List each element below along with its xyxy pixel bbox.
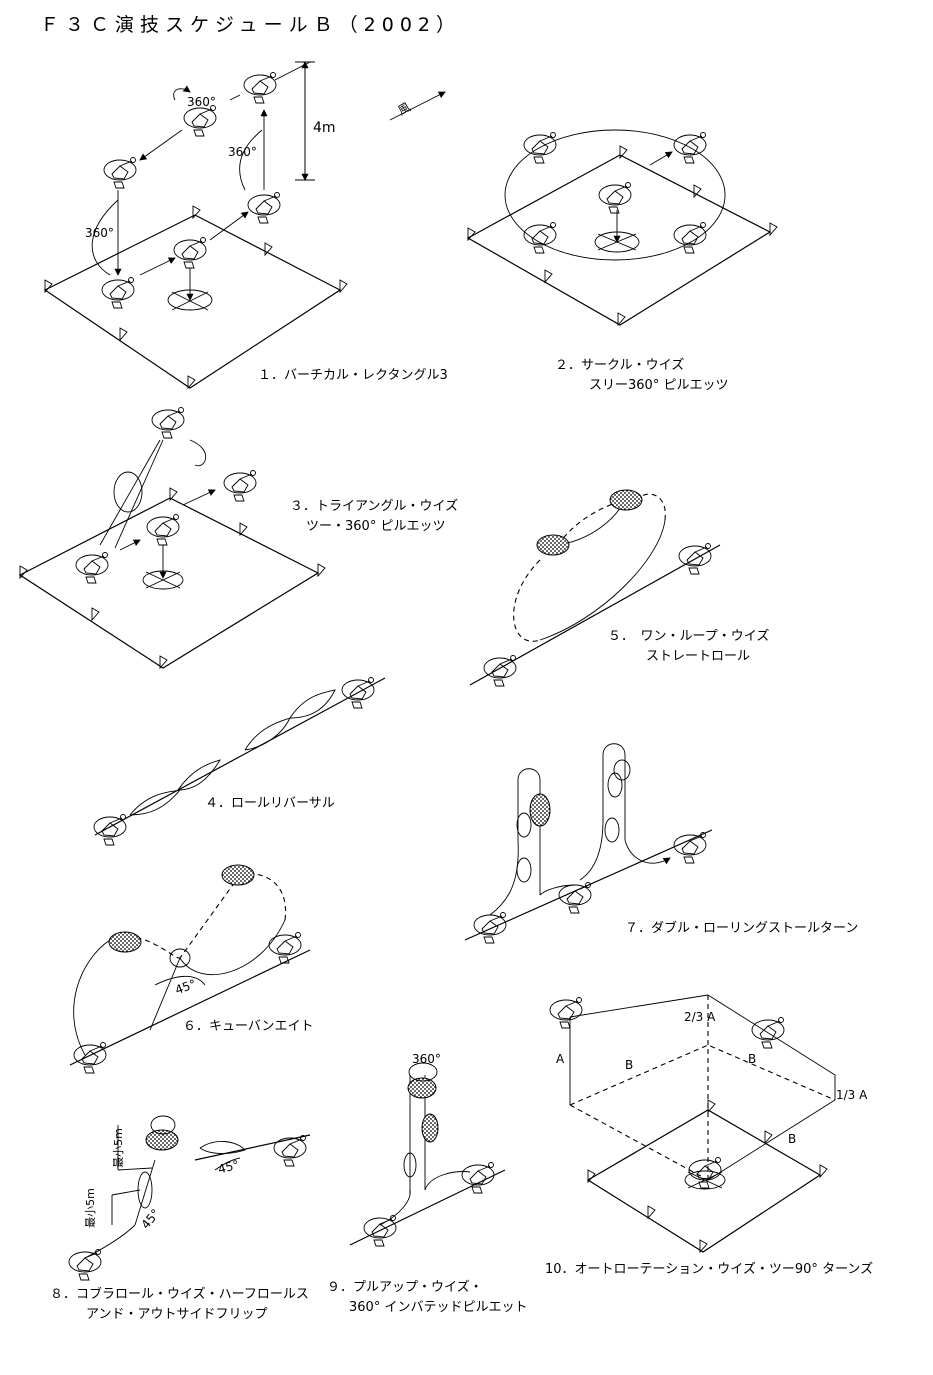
dimension-one-third-label: 1/3 A [836, 1088, 868, 1102]
dimension-b-label-3: B [788, 1132, 797, 1146]
caption-8: ８．コブラロール・ウイズ・ハーフロールス アンド・アウトサイドフリップ [50, 1285, 309, 1325]
caption-7-line1: ７．ダブル・ローリングストールターン [625, 921, 859, 936]
caption-9-line1: ９．プルアップ・ウイズ・ [327, 1280, 483, 1295]
caption-1: １．バーチカル・レクタングル3 [258, 366, 448, 386]
manoeuvre-4-drawing [93, 677, 385, 846]
dimension-b-label-1: B [625, 1058, 634, 1072]
caption-7: ７．ダブル・ローリングストールターン [625, 919, 858, 939]
caption-9-line2: 360° インバテッドピルエット [349, 1300, 528, 1315]
page-title: Ｆ３Ｃ演技スケジュールＢ（2002） [40, 14, 462, 36]
dimension-a-label: A [556, 1052, 565, 1066]
manoeuvre-2-drawing [468, 130, 778, 325]
manoeuvre-3-drawing [20, 407, 326, 669]
caption-2-line1: ２．サークル・ウイズ [555, 358, 685, 373]
height-label: 4m [313, 120, 336, 136]
manoeuvre-7-drawing [465, 744, 712, 944]
min-height-label-a: 最小5m [111, 1128, 125, 1168]
caption-4: ４．ロールリバーサル [205, 794, 335, 814]
caption-10-line1: 10．オートローテーション・ウイズ・ツー90° ターンズ [545, 1262, 874, 1277]
caption-5-line2: ストレートロール [646, 649, 751, 664]
deg-label-b: 360° [228, 145, 257, 159]
caption-3-line1: ３．トライアングル・ウイズ [290, 499, 459, 514]
manoeuvre-8-drawing [68, 1116, 310, 1281]
deg-label-c: 360° [85, 226, 114, 240]
caption-9: ９．プルアップ・ウイズ・ 360° インバテッドピルエット [327, 1278, 527, 1318]
deg-label-9: 360° [412, 1052, 441, 1066]
caption-5: ５． ワン・ループ・ウイズ ストレートロール [608, 627, 769, 667]
caption-6-line1: ６．キューバンエイト [183, 1019, 314, 1034]
caption-3-line2: ツー・360° ピルエッツ [306, 519, 446, 534]
manoeuvre-6-drawing [70, 865, 310, 1074]
caption-8-line2: アンド・アウトサイドフリップ [86, 1307, 268, 1322]
dimension-two-thirds-label: 2/3 A [684, 1010, 716, 1024]
dimension-b-label-2: B [748, 1052, 757, 1066]
caption-6: ６．キューバンエイト [183, 1017, 314, 1037]
caption-4-line1: ４．ロールリバーサル [205, 796, 335, 811]
caption-2-line2: スリー360° ピルエッツ [589, 378, 729, 393]
manoeuvre-9-drawing [350, 1063, 505, 1247]
manoeuvre-1-drawing [45, 61, 446, 388]
manoeuvre-5-drawing [470, 490, 720, 687]
caption-2: ２．サークル・ウイズ スリー360° ピルエッツ [555, 356, 728, 396]
caption-1-line1: １．バーチカル・レクタングル3 [258, 368, 448, 383]
caption-10: 10．オートローテーション・ウイズ・ツー90° ターンズ [545, 1260, 873, 1280]
deg-label-a: 360° [187, 95, 216, 109]
min-height-label-b: 最小5m [83, 1188, 97, 1228]
caption-8-line1: ８．コブラロール・ウイズ・ハーフロールス [50, 1287, 309, 1302]
caption-3: ３．トライアングル・ウイズ ツー・360° ピルエッツ [290, 497, 458, 537]
caption-5-line1: ５． ワン・ループ・ウイズ [608, 629, 770, 644]
manoeuvre-10-drawing [549, 995, 835, 1252]
